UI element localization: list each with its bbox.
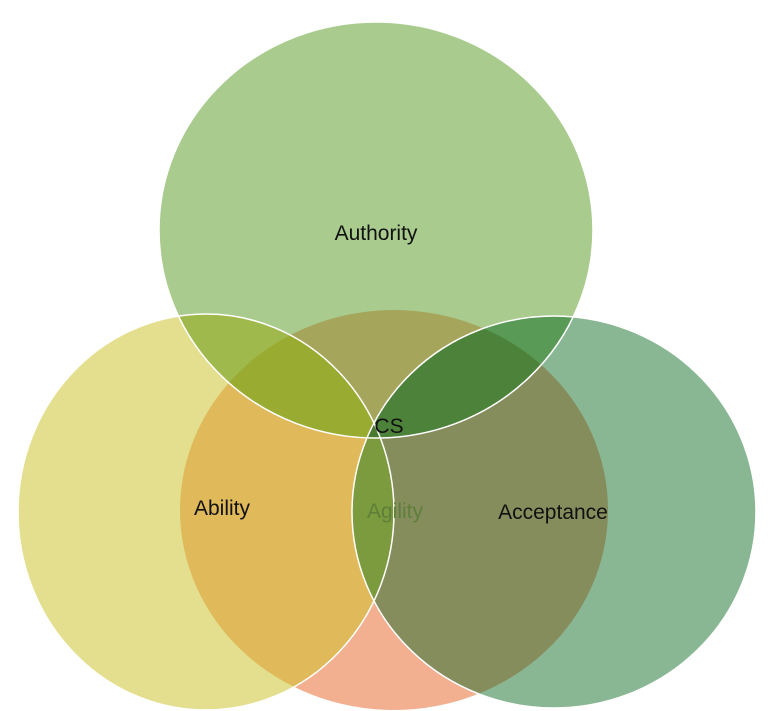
center-label: CS — [374, 415, 403, 438]
authority-ability-agility-overlap — [180, 314, 394, 438]
ability-label: Ability — [194, 497, 251, 520]
agility-label: Agility — [367, 500, 424, 523]
acceptance-outline — [351, 315, 757, 709]
authority-label: Authority — [335, 222, 418, 245]
acceptance-label: Acceptance — [498, 501, 608, 524]
authority-agility-acceptance-overlap — [352, 316, 593, 438]
ability-outline — [17, 313, 395, 711]
authority-outline — [158, 21, 594, 439]
